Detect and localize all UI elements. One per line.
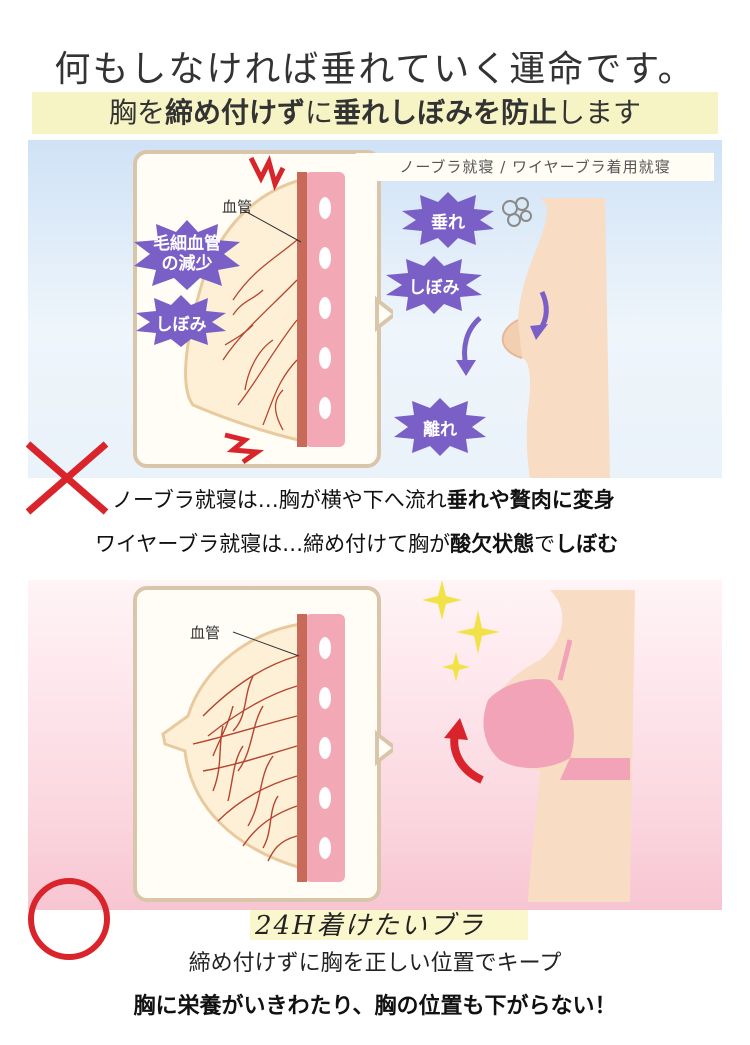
shrink-burst-right [386,256,482,314]
signature-highlight [250,910,528,940]
bra-figure-illustration [422,580,635,902]
subtitle-highlight [32,92,718,134]
capillary-decrease-text: 毛細血管 の減少 [153,234,221,274]
shrink-burst-left [136,295,226,347]
circle-mark-icon [28,878,110,960]
sagging-figure-illustration [456,197,610,478]
benefit-line-1: 締め付けずに胸を正しい位置でキープ [188,951,562,976]
after-cross-section-diagram [161,614,393,882]
capillary-decrease-burst [134,220,240,290]
product-signature: 24H着けたいブラ [255,911,485,941]
sag-burst [402,192,494,248]
page-subtitle: 胸を締め付けずに垂れしぼみを防止します [108,96,642,129]
vessel-label-top: 血管 [222,198,253,216]
cross-mark-icon [25,441,109,515]
before-condition-label: ノーブラ就寝 / ワイヤーブラ着用就寝 [356,153,714,181]
shrink-text-right: しぼみ [408,278,460,298]
vessel-label-bottom: 血管 [190,624,221,642]
wire-bra-caption: ワイヤーブラ就寝は…締め付けて胸が酸欠状態でしぼむ [95,532,619,556]
before-cross-section-diagram [184,155,393,465]
page-title: 何もしなければ垂れていく運命です。 [54,49,696,90]
sag-text: 垂れ [431,213,465,233]
shrink-text-left: しぼみ [155,315,207,335]
separate-burst [394,398,486,456]
benefit-line-2: 胸に栄養がいきわたり、胸の位置も下がらない！ [133,994,617,1019]
no-bra-caption: ノーブラ就寝は…胸が横や下へ流れ垂れや贅肉に変身 [112,488,615,512]
separate-text: 離れ [423,420,457,440]
